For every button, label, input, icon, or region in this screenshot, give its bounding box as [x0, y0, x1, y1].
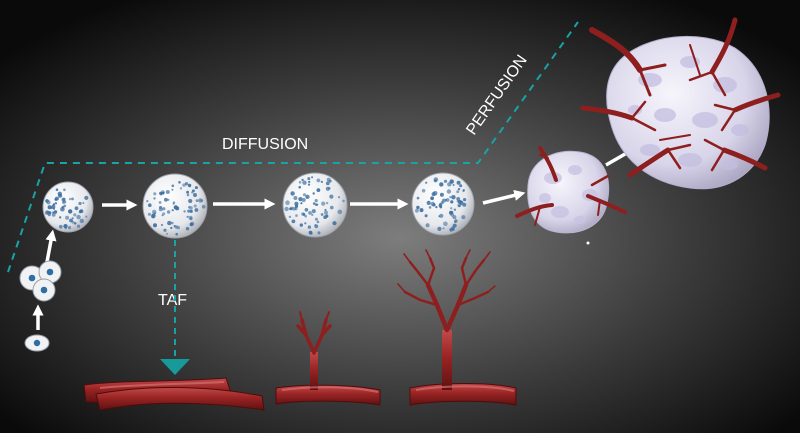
- spheroid-icon: [42, 181, 94, 233]
- spheroid-icon: [411, 172, 475, 236]
- arrow-4: [482, 189, 526, 205]
- cell-cluster-icon: [19, 260, 62, 302]
- vascularized-tumor-icon: [515, 146, 627, 245]
- blood-vessel-icon: [83, 377, 265, 411]
- single-cell-icon: [24, 334, 50, 352]
- taf-arrowhead: [160, 359, 190, 375]
- diffusion-perfusion-line: [7, 21, 579, 273]
- sprouting-vessel-icon: [275, 311, 381, 406]
- spheroid-icon: [282, 172, 348, 238]
- diffusion-label: DIFFUSION: [222, 136, 308, 153]
- vascularized-tumor-icon: [580, 17, 781, 190]
- sprouting-vessel-icon: [397, 249, 517, 406]
- spheroid-icon: [142, 173, 208, 239]
- taf-label: TAF: [158, 292, 187, 309]
- arrow-cluster-to-spheroid: [45, 229, 57, 263]
